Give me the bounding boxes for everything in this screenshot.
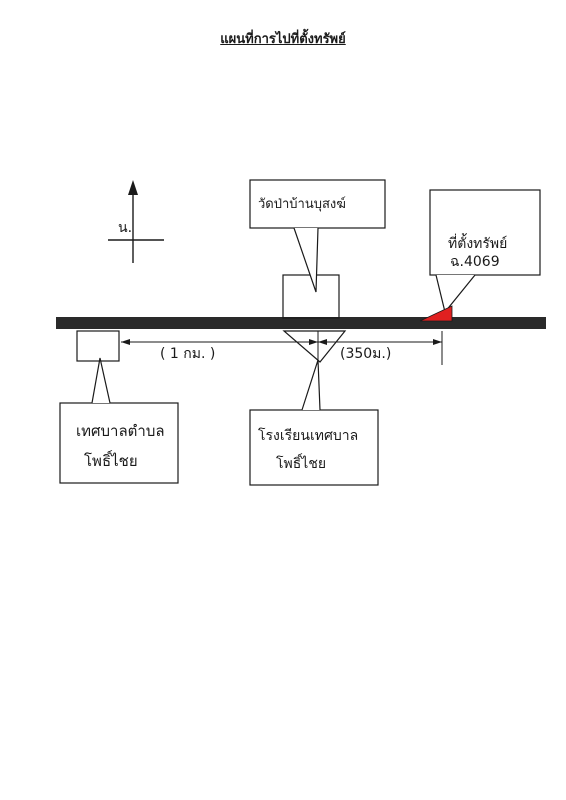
- temple-callout-box: [249, 179, 386, 229]
- distance-right-dimension: [317, 331, 443, 365]
- school-callout-box: [249, 409, 379, 486]
- municipal-office-label-line2: โพธิ์ไชย: [84, 450, 138, 470]
- municipal-office-building: [76, 330, 120, 362]
- property-callout-pointer: [435, 274, 476, 314]
- school-label-line2: โพธิ์ไชย: [276, 453, 326, 472]
- property-label-line1: ที่ตั้งทรัพย์: [448, 233, 507, 252]
- north-arrow-icon: [108, 180, 164, 263]
- temple-label: วัดป่าบ้านบุสงฆ์: [258, 196, 346, 212]
- municipal-office-label-line1: เทศบาลตำบล: [76, 422, 165, 440]
- north-label: น.: [118, 220, 132, 236]
- municipal-office-callout-pointer: [91, 357, 111, 404]
- distance-left-label: ( 1 กม. ): [160, 346, 215, 362]
- school-building: [282, 330, 347, 363]
- property-label-line2: ฉ.4069: [450, 254, 500, 270]
- temple-building: [282, 274, 340, 319]
- main-road: [56, 317, 546, 329]
- map-title: แผนที่การไปที่ตั้งทรัพย์: [220, 32, 346, 47]
- municipal-office-callout-box: [59, 402, 179, 484]
- school-label-line1: โรงเรียนเทศบาล: [258, 427, 358, 444]
- school-callout-pointer: [301, 359, 321, 411]
- temple-callout-pointer: [293, 227, 319, 293]
- distance-right-label: (350ม.): [340, 346, 391, 362]
- property-callout-box: [429, 189, 541, 276]
- distance-left-dimension: [121, 339, 318, 345]
- property-marker-icon: [419, 305, 453, 322]
